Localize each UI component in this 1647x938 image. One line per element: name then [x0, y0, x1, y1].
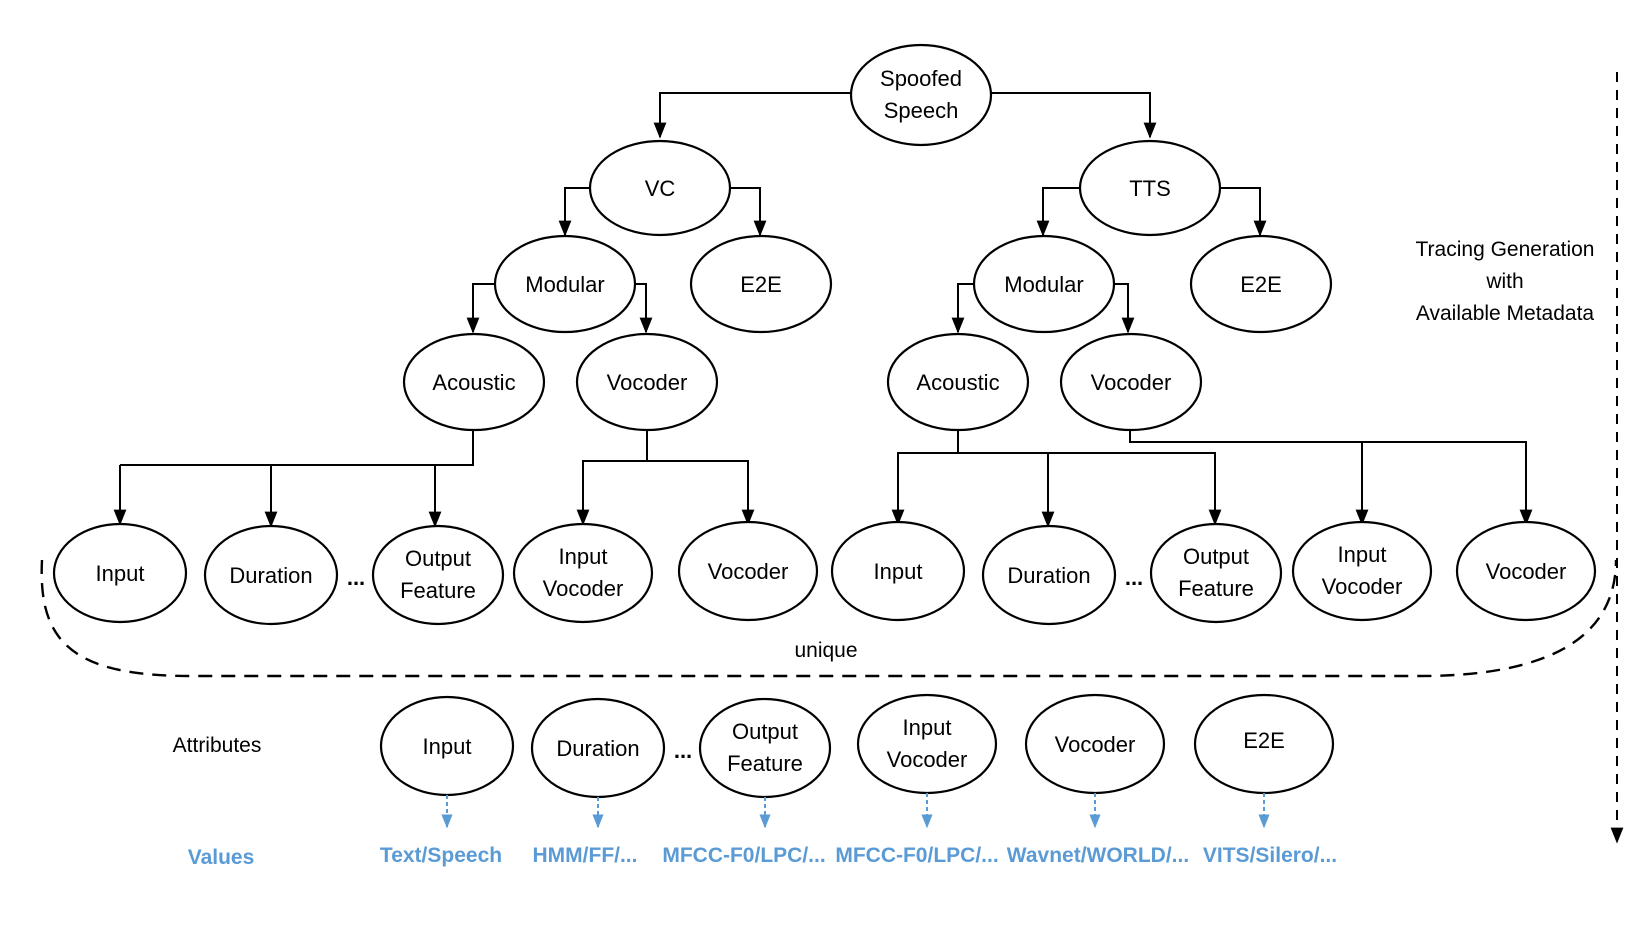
value-input: Text/Speech [380, 844, 502, 867]
node-label: TTS [1129, 176, 1171, 201]
unique-label: unique [794, 639, 857, 662]
ellipsis-tts: ... [1125, 565, 1143, 590]
node-label: Acoustic [432, 370, 515, 395]
node-label: Spoofed [880, 66, 962, 91]
edge-vc-modular [558, 187, 590, 237]
node-label: Vocoder [1091, 370, 1172, 395]
node-label: Input [903, 715, 952, 740]
value-arrows [441, 793, 1270, 829]
value-input-vocoder: MFCC-F0/LPC/... [835, 844, 998, 867]
node-label: Output [405, 546, 471, 571]
edge-vc-modular-acoustic [466, 283, 495, 334]
node-vc-e2e: E2E [689, 234, 833, 334]
side-note: Tracing Generation with Available Metada… [1416, 238, 1595, 325]
edge-vc-modular-vocoder [633, 283, 653, 334]
attr-node-input: Input [379, 695, 515, 797]
node-vc-input: Input [52, 522, 188, 624]
node-label: Feature [727, 751, 803, 776]
values-label: Values [188, 846, 255, 869]
node-label: Modular [1004, 272, 1083, 297]
edge-root-vc [653, 92, 851, 139]
node-label: E2E [1240, 272, 1282, 297]
node-spoofed-speech: Spoofed Speech [849, 43, 993, 147]
node-label: Vocoder [543, 576, 624, 601]
side-note-line: Available Metadata [1416, 302, 1595, 325]
node-label: Input [423, 734, 472, 759]
node-vc-vocoder: Vocoder [575, 332, 719, 432]
side-note-line: with [1485, 270, 1523, 293]
node-label: Input [96, 561, 145, 586]
value-vocoder: Wavnet/WORLD/... [1007, 844, 1189, 867]
attr-node-e2e: E2E [1193, 693, 1335, 795]
node-tts-output-feature: Output Feature [1149, 522, 1283, 624]
node-label: Vocoder [1322, 574, 1403, 599]
node-tts-vocoder-leaf: Vocoder [1455, 520, 1597, 622]
edge-root-tts [991, 92, 1157, 139]
ellipsis-vc: ... [347, 565, 365, 590]
node-label: Input [559, 544, 608, 569]
unique-dashed-bracket [40, 559, 1618, 678]
node-tts-acoustic: Acoustic [886, 332, 1030, 432]
node-vc-modular: Modular [493, 234, 637, 334]
node-vc: VC [588, 139, 732, 237]
node-label: Vocoder [708, 559, 789, 584]
edge-tts-modular-acoustic [951, 283, 975, 334]
node-tts-e2e: E2E [1189, 234, 1333, 334]
node-label: Vocoder [607, 370, 688, 395]
tree-edges [113, 92, 1533, 528]
node-tts-modular: Modular [972, 234, 1116, 334]
edge-tts-modular [1036, 187, 1080, 237]
node-vc-acoustic: Acoustic [402, 332, 546, 432]
edge-tts-vocoder-vocoder [1129, 430, 1533, 526]
node-vc-duration: Duration [203, 524, 339, 626]
node-label: Feature [400, 578, 476, 603]
edge-vc-e2e [730, 187, 767, 237]
attr-node-output-feature: Output Feature [698, 697, 832, 799]
value-output-feature: MFCC-F0/LPC/... [662, 844, 825, 867]
node-label: Speech [884, 98, 959, 123]
side-note-line: Tracing Generation [1416, 238, 1595, 261]
edge-vc-vocoder-input [576, 430, 648, 526]
node-label: Output [1183, 544, 1249, 569]
node-tts-input-vocoder: Input Vocoder [1291, 520, 1433, 622]
attr-node-duration: Duration [530, 697, 666, 799]
attr-node-vocoder: Vocoder [1024, 693, 1166, 795]
node-label: Vocoder [1486, 559, 1567, 584]
attributes-label: Attributes [173, 734, 262, 757]
node-label: Input [1338, 542, 1387, 567]
node-label: VC [645, 176, 676, 201]
attr-node-input-vocoder: Input Vocoder [856, 693, 998, 795]
edge-tts-modular-vocoder [1113, 283, 1135, 334]
node-label: Output [732, 719, 798, 744]
node-label: Duration [556, 736, 639, 761]
node-label: Modular [525, 272, 604, 297]
node-label: E2E [1243, 728, 1285, 753]
node-vc-output-feature: Output Feature [371, 524, 505, 626]
edge-vc-acoustic-bus [120, 430, 474, 466]
node-tts-vocoder: Vocoder [1059, 332, 1203, 432]
ellipsis-attributes: ... [674, 738, 692, 763]
node-label: Input [874, 559, 923, 584]
edge-vc-vocoder-vocoder [647, 460, 755, 526]
node-label: Duration [1007, 563, 1090, 588]
node-label: E2E [740, 272, 782, 297]
value-duration: HMM/FF/... [533, 844, 638, 867]
node-label: Vocoder [887, 747, 968, 772]
edge-tts-acoustic-output [958, 452, 1222, 526]
edge-tts-e2e [1220, 187, 1267, 237]
node-label: Acoustic [916, 370, 999, 395]
value-e2e: VITS/Silero/... [1203, 844, 1337, 867]
edge-tts-acoustic-input [891, 430, 959, 526]
node-tts-duration: Duration [981, 524, 1117, 626]
node-label: Duration [229, 563, 312, 588]
node-vc-vocoder-leaf: Vocoder [677, 520, 819, 622]
node-tts: TTS [1078, 139, 1222, 237]
node-label: Feature [1178, 576, 1254, 601]
node-label: Vocoder [1055, 732, 1136, 757]
node-tts-input: Input [830, 520, 966, 622]
node-vc-input-vocoder: Input Vocoder [512, 522, 654, 624]
